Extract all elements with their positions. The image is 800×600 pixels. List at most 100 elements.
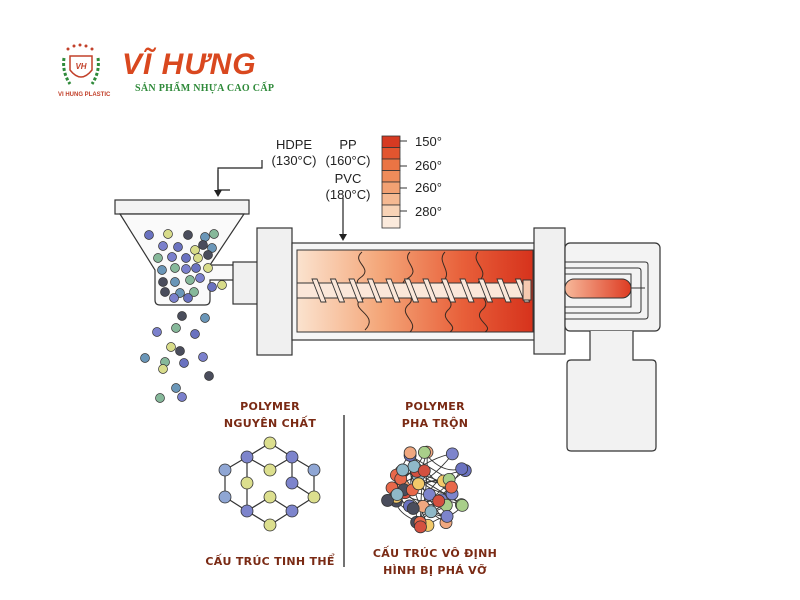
logo-monogram: VH <box>75 62 86 71</box>
pellet <box>191 263 201 273</box>
temp-scale-label: 260° <box>415 158 442 173</box>
blended-polymer-title: POLYMER PHA TRỘN <box>355 398 515 432</box>
screw-flight <box>348 278 364 303</box>
pellet <box>179 358 189 368</box>
feed-throat <box>232 261 262 305</box>
lattice-atom <box>263 518 277 532</box>
laurel-right <box>90 57 100 85</box>
pvc-arrow-head <box>339 234 347 241</box>
temp-scale-label: 280° <box>415 204 442 219</box>
lattice-atom <box>218 490 232 504</box>
temp-swatch <box>381 216 401 229</box>
injection-nozzle <box>564 278 632 299</box>
logo-stars <box>66 43 94 51</box>
lattice-atom <box>307 463 321 477</box>
drive-unit <box>566 331 657 452</box>
amorphous-atom <box>396 463 410 477</box>
temp-scale-label: 260° <box>415 180 442 195</box>
amorphous-atom <box>423 488 436 501</box>
pellet <box>181 253 191 263</box>
caption-line: HÌNH BỊ PHÁ VỠ <box>383 564 487 577</box>
material-temp: (160°C) <box>325 153 371 168</box>
hopper-pellets <box>144 229 227 303</box>
lattice-atom <box>263 490 277 504</box>
amorphous-atom <box>424 505 438 519</box>
amorphous-atom <box>432 494 446 508</box>
screw-flight <box>459 278 475 303</box>
screw-flight <box>403 278 420 303</box>
screw-flight <box>496 278 512 303</box>
screw-flight <box>366 278 383 303</box>
amorphous-atom <box>414 520 427 534</box>
amorphous-atom <box>445 480 458 494</box>
screw-flight <box>440 278 457 303</box>
amorphous-atom <box>440 509 454 523</box>
lattice-atom <box>240 504 254 518</box>
hdpe-arrow-line <box>217 160 263 192</box>
pellet <box>204 371 214 381</box>
temp-swatch <box>381 181 401 194</box>
temperature-scale <box>381 135 407 229</box>
temp-swatch <box>381 135 401 148</box>
screw-tip <box>522 279 532 301</box>
pellet <box>200 232 210 242</box>
temp-swatch <box>381 158 401 171</box>
pellet <box>209 229 219 239</box>
pellet <box>152 327 162 337</box>
amorphous-atom <box>403 446 417 460</box>
lattice-atom <box>240 450 254 464</box>
amorphous-atom <box>417 464 431 478</box>
pellet <box>163 229 173 239</box>
pellet <box>195 273 205 283</box>
crystalline-caption: CẤU TRÚC TINH THỂ <box>205 555 335 568</box>
lattice-atom <box>218 463 232 477</box>
amorphous-atom <box>381 494 394 507</box>
lattice-atom <box>285 450 299 464</box>
amorphous-atom <box>418 445 431 459</box>
pellet <box>181 264 191 274</box>
pellet <box>177 311 187 321</box>
pellet <box>200 313 210 323</box>
screw-flight <box>329 278 346 303</box>
material-name: PP <box>339 137 357 152</box>
material-name: PVC <box>334 171 362 186</box>
pellet <box>158 277 168 287</box>
pellet <box>167 252 177 262</box>
pellet <box>190 329 200 339</box>
temp-swatch <box>381 204 401 217</box>
pellet <box>183 230 193 240</box>
logo-shield <box>69 55 93 78</box>
polymer-chain <box>419 452 428 523</box>
laurel-left <box>62 57 72 85</box>
pellet <box>171 323 181 333</box>
pellet <box>190 245 200 255</box>
pellet <box>207 282 217 292</box>
material-temp: (130°C) <box>271 153 317 168</box>
amorphous-caption: CẤU TRÚC VÔ ĐỊNH HÌNH BỊ PHÁ VỠ <box>355 545 515 579</box>
amorphous-atom <box>412 477 425 491</box>
lattice-atom <box>285 504 299 518</box>
lattice-atom <box>307 490 321 504</box>
amorphous-structure <box>381 445 472 534</box>
material-label-hdpe: HDPE (130°C) <box>262 137 326 169</box>
material-temp: (180°C) <box>325 187 371 202</box>
pellet <box>198 240 208 250</box>
screw-flight <box>422 278 438 303</box>
pellet <box>140 353 150 363</box>
pellet <box>171 383 181 393</box>
title-line: PHA TRỘN <box>401 417 469 430</box>
pellet <box>155 393 165 403</box>
pellet <box>158 364 168 374</box>
hdpe-leader-line <box>217 170 230 191</box>
amorphous-atom <box>390 488 404 501</box>
lattice-atom <box>263 436 277 450</box>
lattice-atom <box>240 476 254 490</box>
temp-scale-label: 150° <box>415 134 442 149</box>
temp-swatch <box>381 170 401 183</box>
title-line: POLYMER <box>405 400 465 413</box>
pellet <box>189 287 199 297</box>
pellet <box>166 342 176 352</box>
pellet <box>158 241 168 251</box>
pellet <box>160 287 170 297</box>
logo-caption: VI HUNG PLASTIC <box>58 92 111 98</box>
